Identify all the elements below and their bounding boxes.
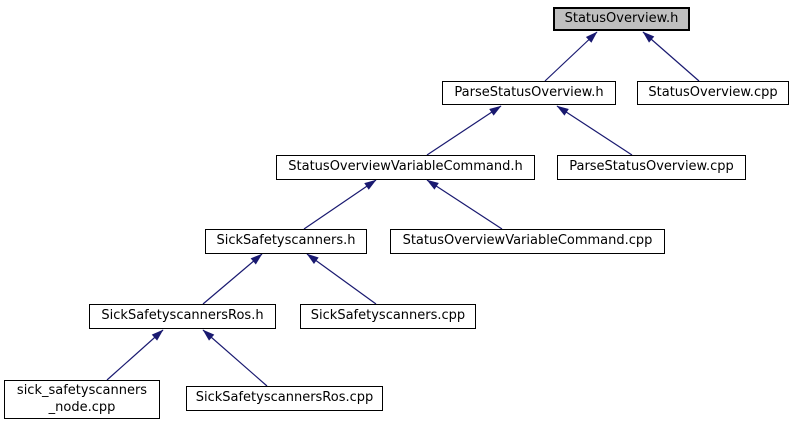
dependency-edge-SickSafetyscannersRos.h-to-SickSafetyscanners.h: [202, 253, 263, 305]
graph-node-sick-safetyscanners-node-cpp[interactable]: sick_safetyscanners _node.cpp: [4, 380, 160, 419]
graph-node-sicksafetyscanners-h[interactable]: SickSafetyscanners.h: [205, 229, 367, 254]
graph-node-statusoverview-h: StatusOverview.h: [553, 7, 690, 31]
dependency-edge-SickSafetyscannersRos.cpp-to-SickSafetyscannersRos.h: [202, 329, 268, 387]
dependency-edge-ParseStatusOverview.h-to-StatusOverview.h: [544, 31, 598, 82]
graph-node-parsestatusoverview-h[interactable]: ParseStatusOverview.h: [442, 81, 616, 105]
dependency-edge-StatusOverview.cpp-to-StatusOverview.h: [642, 31, 700, 82]
graph-node-statusoverview-cpp[interactable]: StatusOverview.cpp: [637, 81, 789, 105]
graph-node-statusoverviewvariablecommand-h[interactable]: StatusOverviewVariableCommand.h: [276, 155, 535, 180]
graph-node-sicksafetyscannersros-cpp[interactable]: SickSafetyscannersRos.cpp: [186, 386, 383, 411]
dependency-edge-sick_safetyscanners_node.cpp-to-SickSafetyscannersRos.h: [106, 329, 164, 381]
graph-node-statusoverviewvariablecommand-cpp[interactable]: StatusOverviewVariableCommand.cpp: [390, 229, 665, 254]
graph-node-sicksafetyscannersros-h[interactable]: SickSafetyscannersRos.h: [89, 304, 276, 329]
dependency-edge-ParseStatusOverview.cpp-to-ParseStatusOverview.h: [556, 105, 633, 156]
dependency-edge-SickSafetyscanners.h-to-StatusOverviewVariableCommand.h: [303, 179, 377, 230]
dependency-edge-StatusOverviewVariableCommand.h-to-ParseStatusOverview.h: [426, 105, 502, 156]
dependency-edge-SickSafetyscanners.cpp-to-SickSafetyscanners.h: [306, 253, 377, 305]
dependency-edge-StatusOverviewVariableCommand.cpp-to-StatusOverviewVariableCommand.h: [426, 179, 503, 230]
graph-node-sicksafetyscanners-cpp[interactable]: SickSafetyscanners.cpp: [300, 304, 476, 329]
graph-node-parsestatusoverview-cpp[interactable]: ParseStatusOverview.cpp: [557, 155, 746, 180]
